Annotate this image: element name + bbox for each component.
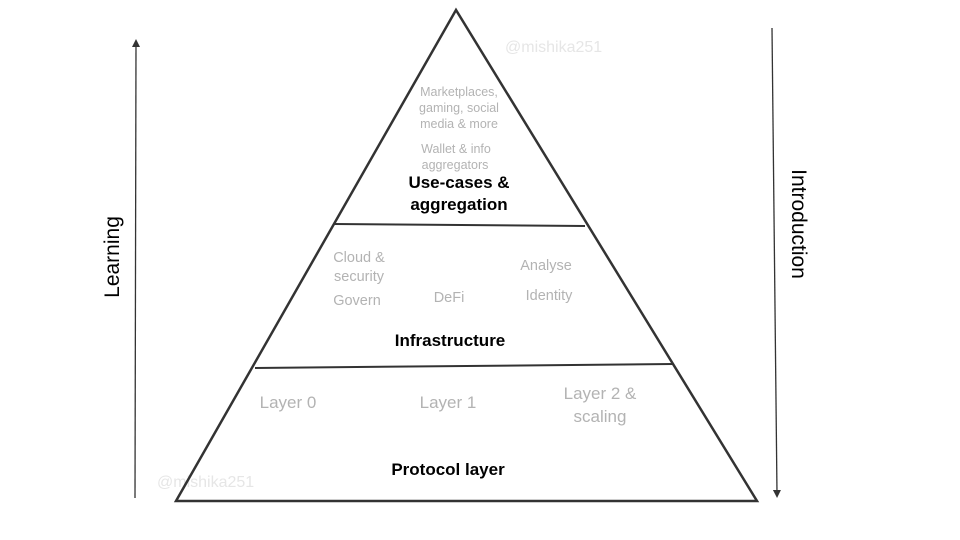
protocol-title: Protocol layer <box>391 460 505 479</box>
item-layer2-line2: scaling <box>574 407 627 426</box>
tier-infrastructure: Cloud & security Govern DeFi Analyse Ide… <box>333 250 573 350</box>
tier-use-cases: Marketplaces, gaming, social media & mor… <box>408 85 509 214</box>
pyramid-outline <box>173 7 760 503</box>
item-layer0: Layer 0 <box>260 393 317 412</box>
item-analyse: Analyse <box>520 258 572 274</box>
item-marketplaces-line2: gaming, social <box>419 101 499 115</box>
introduction-label: Introduction <box>787 169 810 279</box>
use-cases-title-line2: aggregation <box>410 195 507 214</box>
divider-top <box>333 223 586 227</box>
item-cloud-line1: Cloud & <box>333 250 385 266</box>
learning-label: Learning <box>101 216 124 298</box>
tier-protocol: Layer 0 Layer 1 Layer 2 & scaling Protoc… <box>260 384 637 479</box>
learning-arrow <box>131 39 140 499</box>
item-defi: DeFi <box>434 290 465 306</box>
item-identity: Identity <box>526 288 573 304</box>
introduction-arrow <box>771 27 781 498</box>
item-marketplaces-line3: media & more <box>420 117 498 131</box>
watermark-top: @mishika251 <box>505 39 602 56</box>
item-cloud-line2: security <box>334 269 385 285</box>
infrastructure-title: Infrastructure <box>395 331 506 350</box>
watermark-bottom: @mishika251 <box>157 474 254 491</box>
item-wallet-line1: Wallet & info <box>421 142 491 156</box>
item-layer1: Layer 1 <box>420 393 477 412</box>
divider-bottom <box>254 363 674 369</box>
item-marketplaces-line1: Marketplaces, <box>420 85 498 99</box>
item-layer2-line1: Layer 2 & <box>564 384 637 403</box>
use-cases-title-line1: Use-cases & <box>408 173 509 192</box>
item-govern: Govern <box>333 293 381 309</box>
item-wallet-line2: aggregators <box>422 158 489 172</box>
